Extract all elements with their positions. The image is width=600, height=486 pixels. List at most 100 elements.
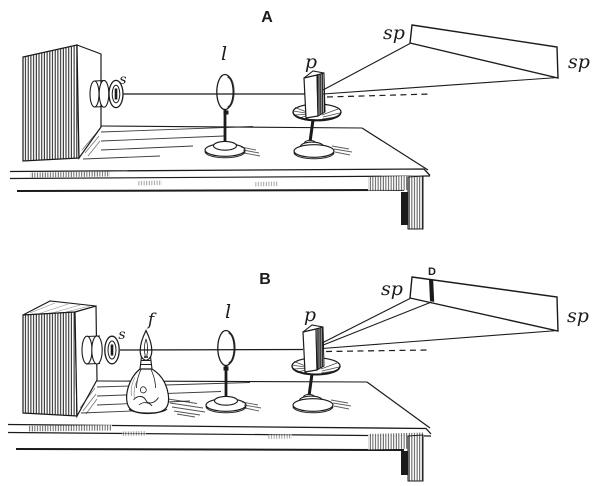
- leg-front-face: [407, 175, 424, 230]
- prism-base: [293, 144, 335, 158]
- flame: [139, 329, 153, 362]
- apron-hatch-left: [30, 171, 110, 178]
- dark-line-label: D: [428, 266, 436, 278]
- prism-dark-face: [315, 326, 325, 371]
- beam-upper-a: [322, 43, 411, 91]
- table-leg-a: [401, 175, 424, 230]
- table-top-thickness: [9, 175, 431, 180]
- prism-b: [291, 324, 352, 414]
- lens-base-thickness: [204, 151, 246, 159]
- panel-a-label: A: [261, 9, 273, 26]
- prism-label-a: p: [305, 51, 317, 73]
- prism-a: [292, 70, 353, 160]
- lens-b: [205, 329, 262, 414]
- lens-label-a: l: [221, 43, 227, 65]
- lamp-inner-walls: [136, 369, 156, 389]
- box-front-face: [22, 44, 80, 162]
- light-ray-b: [119, 348, 304, 351]
- beam-middle-b: [321, 301, 432, 347]
- tube-ring-1: [81, 335, 93, 365]
- plate-front-rim: [292, 111, 342, 121]
- slit-tube-b: [81, 335, 120, 365]
- lamp-glass-shading: [130, 377, 138, 400]
- apron-hatch-mid2: [268, 434, 292, 439]
- plate-front-rim: [291, 365, 341, 375]
- lamp-shadow: [167, 398, 206, 418]
- leg-inner-shadow: [401, 192, 408, 225]
- prism-base-shadow: [331, 145, 353, 156]
- beam-lower-a: [322, 76, 559, 95]
- prism-stem: [307, 373, 314, 397]
- sodium-dark-line: [429, 279, 435, 302]
- lens-shading: [227, 76, 235, 108]
- undeviated-ray-a: [326, 93, 432, 98]
- spirit-lamp: [126, 329, 206, 418]
- box-face-shading: [79, 387, 98, 415]
- prism-front-face: [303, 74, 319, 119]
- slit-disc-inner: [107, 340, 117, 360]
- spectrum-left-label-a: sp: [383, 22, 405, 44]
- table-apron-edge: [16, 189, 405, 192]
- prism-label-b: p: [304, 304, 316, 326]
- prism-stem: [308, 119, 315, 143]
- tube-ring-2: [98, 79, 110, 108]
- leg-inner-shadow: [401, 451, 408, 475]
- undeviated-ray-b: [325, 349, 428, 353]
- table-right-edge: [366, 381, 431, 429]
- lamp-bell: [126, 368, 170, 415]
- table-a: [9, 125, 431, 230]
- table-leg-b: [401, 434, 424, 482]
- table-front-edge: [7, 423, 432, 435]
- slit-disc-inner: [111, 84, 121, 104]
- spectrum-screen-a: [409, 24, 559, 79]
- lens-base-shadow: [240, 146, 261, 157]
- flame-inner: [143, 338, 149, 357]
- lens-clamp: [223, 110, 229, 115]
- box-shadow-lines-a: [82, 126, 254, 160]
- spectrum-beams-b: [321, 298, 559, 350]
- plate-thickness: [293, 114, 341, 122]
- prism-front-face: [302, 328, 318, 373]
- tube-ring-2: [91, 335, 103, 365]
- lens-base-tier: [212, 140, 238, 151]
- box-front-face: [22, 311, 78, 417]
- apron-hatch-mid2: [255, 181, 278, 187]
- prism-base-thickness: [293, 152, 335, 160]
- lens-label-b: l: [225, 301, 231, 323]
- prism-base-shadow: [330, 399, 352, 410]
- lens-base-shadow: [241, 401, 262, 412]
- lens-a: [204, 73, 261, 159]
- lamp-base: [128, 408, 168, 414]
- apron-hatch-left: [28, 425, 112, 432]
- slit-tube-a: [89, 79, 124, 109]
- prism-base-thickness: [292, 406, 334, 414]
- slit-label-b: s: [118, 327, 125, 343]
- lens-clamp: [223, 366, 229, 371]
- table-apron-edge: [15, 448, 405, 451]
- panel-a: A s l p sp sp: [9, 9, 590, 230]
- flame-label-b: f: [146, 310, 157, 330]
- beam-upper-b: [321, 298, 411, 344]
- table-right-edge: [361, 127, 429, 171]
- spectrum-left-label-b: sp: [381, 278, 403, 300]
- box-face-shading: [81, 130, 101, 157]
- spectrum-right-label-a: sp: [568, 51, 590, 73]
- leg-front-face: [407, 434, 424, 482]
- lamp-liquid: [133, 386, 159, 407]
- beam-lower-b: [321, 329, 559, 350]
- tube-ring-1: [89, 80, 100, 108]
- prism-dark-face: [316, 72, 326, 117]
- plate-thickness: [292, 368, 340, 376]
- box-right-face: [76, 44, 102, 160]
- lens-base-tier: [213, 395, 239, 406]
- slit-label-a: s: [119, 72, 126, 88]
- table-top-thickness: [7, 431, 432, 437]
- spectrum-beams-a: [322, 43, 559, 95]
- lens-base-thickness: [205, 406, 247, 414]
- panel-b-label: B: [259, 271, 271, 288]
- panel-b: B s f l p sp sp D: [7, 266, 589, 482]
- prism-base: [292, 398, 334, 412]
- lens-shading: [228, 332, 236, 364]
